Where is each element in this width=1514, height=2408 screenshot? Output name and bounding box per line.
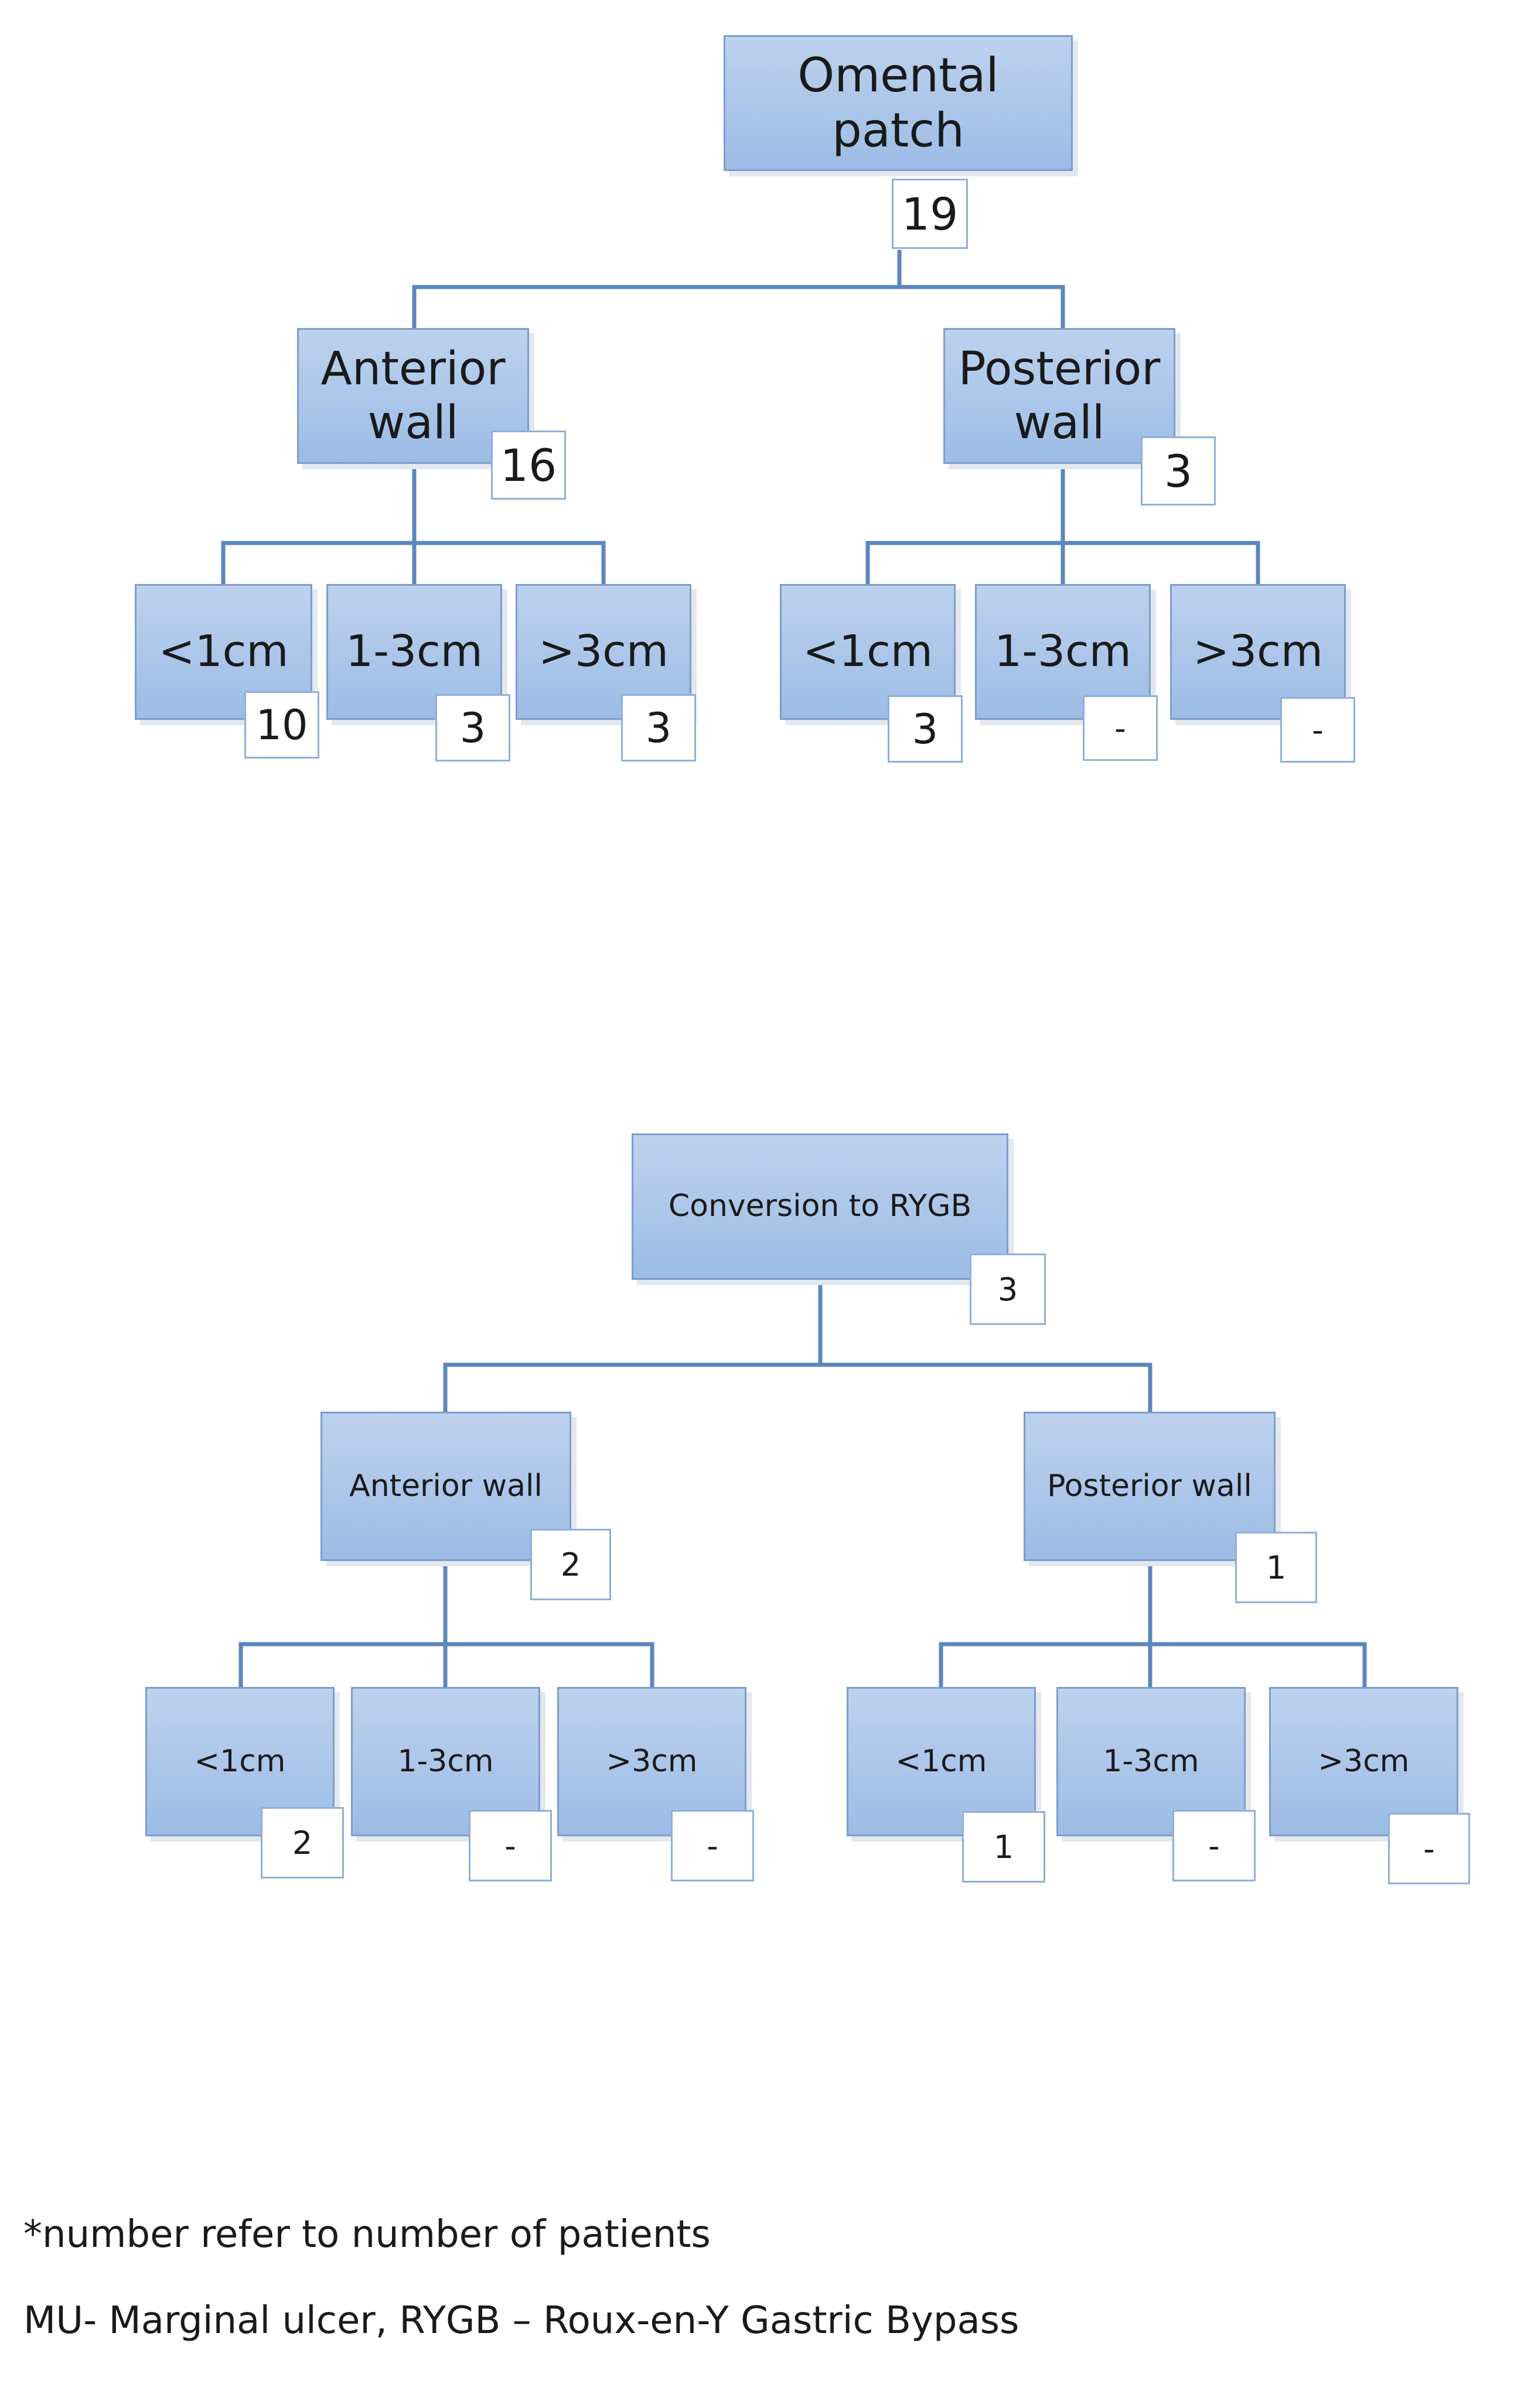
count-value: - — [1312, 711, 1324, 749]
node-label: 1-3cm — [1103, 1743, 1199, 1779]
count-value: 10 — [255, 701, 308, 749]
posterior-size-lt1cm-count: 1 — [962, 1811, 1045, 1883]
count-value: - — [1208, 1827, 1220, 1864]
anterior-size-1to3cm-count: 3 — [435, 694, 510, 761]
count-value: - — [1114, 709, 1126, 747]
count-value: 2 — [292, 1824, 313, 1861]
node-label: <1cm — [803, 626, 933, 677]
anterior-wall-node: Anterior wall — [297, 328, 529, 464]
node-label: <1cm — [895, 1743, 987, 1779]
anterior-size-lt1cm-count: 10 — [244, 691, 319, 759]
node-label-line2: wall — [1014, 397, 1105, 449]
posterior-wall-node: Posterior wall — [1024, 1412, 1276, 1561]
footnote-patients: *number refer to number of patients — [23, 2213, 711, 2256]
node-label: >3cm — [606, 1743, 698, 1779]
node-label-line1: Anterior — [320, 342, 506, 395]
posterior-wall-count: 1 — [1235, 1532, 1317, 1603]
posterior-size-1to3cm-count: - — [1172, 1810, 1256, 1881]
count-value: 2 — [560, 1546, 581, 1583]
count-value: 19 — [901, 187, 959, 240]
anterior-size-gt3cm-count: - — [671, 1810, 754, 1881]
count-value: - — [707, 1827, 718, 1864]
node-label-line1: Posterior — [958, 342, 1161, 395]
posterior-size-gt3cm-node: >3cm — [1269, 1687, 1458, 1836]
anterior-wall-count: 16 — [491, 431, 566, 500]
count-value: - — [1423, 1830, 1435, 1867]
anterior-size-gt3cm-count: 3 — [621, 694, 696, 761]
count-value: 3 — [459, 703, 486, 752]
omental-patch-node: Omental patch — [724, 35, 1073, 171]
count-value: 3 — [645, 703, 672, 752]
omental-patch-count: 19 — [892, 179, 968, 249]
count-value: 16 — [500, 439, 557, 491]
node-label: <1cm — [194, 1743, 286, 1779]
node-label: >3cm — [1193, 626, 1323, 677]
node-label: Conversion to RYGB — [668, 1188, 972, 1224]
node-label: 1-3cm — [346, 626, 483, 677]
node-label: Posterior wall — [1047, 1468, 1252, 1504]
node-label: 1-3cm — [397, 1743, 494, 1779]
count-value: 3 — [912, 705, 939, 753]
anterior-size-lt1cm-count: 2 — [261, 1807, 344, 1878]
node-label: 1-3cm — [994, 626, 1131, 677]
node-label: Anterior wall — [349, 1468, 543, 1504]
count-value: 3 — [1164, 445, 1193, 497]
posterior-size-lt1cm-count: 3 — [888, 695, 963, 763]
anterior-wall-count: 2 — [530, 1529, 611, 1600]
footnote-abbreviations: MU- Marginal ulcer, RYGB – Roux-en-Y Gas… — [23, 2299, 1019, 2342]
anterior-size-1to3cm-count: - — [469, 1810, 552, 1881]
count-value: 3 — [997, 1270, 1018, 1308]
count-value: 1 — [1266, 1549, 1287, 1586]
posterior-wall-node: Posterior wall — [943, 328, 1175, 464]
posterior-wall-count: 3 — [1141, 436, 1216, 505]
node-label: Omental patch — [797, 47, 999, 158]
node-label: >3cm — [538, 626, 669, 677]
posterior-size-1to3cm-count: - — [1083, 695, 1158, 761]
posterior-size-gt3cm-count: - — [1388, 1813, 1470, 1884]
posterior-size-gt3cm-count: - — [1280, 697, 1355, 763]
node-label-line2: wall — [367, 397, 459, 449]
conversion-to-rygb-count: 3 — [970, 1253, 1046, 1325]
node-label: <1cm — [158, 626, 289, 677]
node-label: >3cm — [1318, 1743, 1410, 1779]
count-value: 1 — [993, 1828, 1014, 1866]
conversion-to-rygb-node: Conversion to RYGB — [632, 1133, 1008, 1280]
anterior-wall-node: Anterior wall — [320, 1412, 571, 1561]
count-value: - — [504, 1827, 516, 1864]
